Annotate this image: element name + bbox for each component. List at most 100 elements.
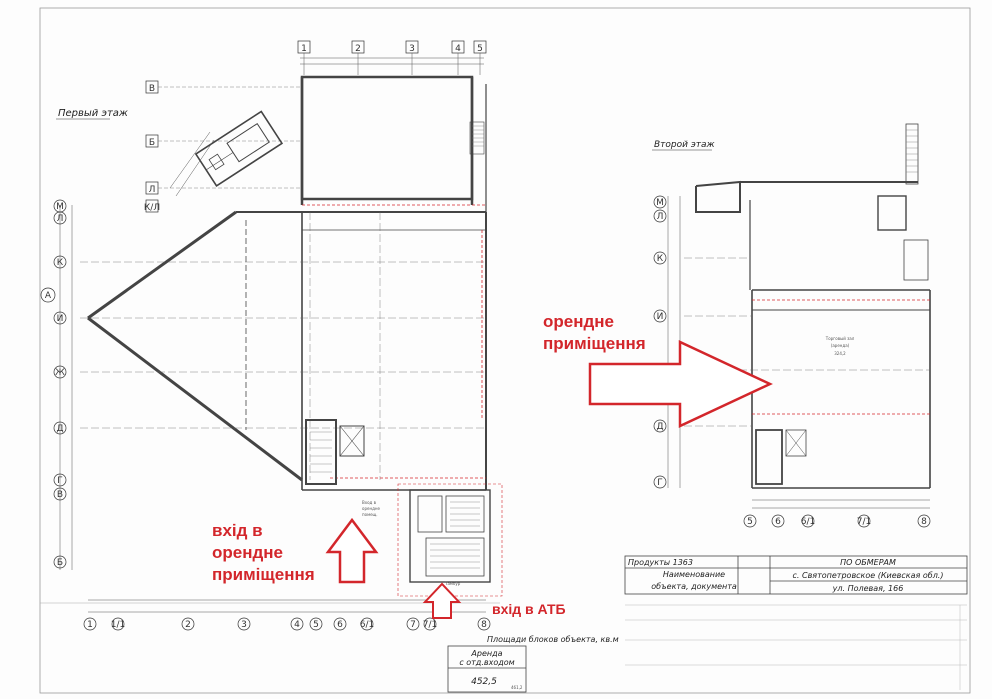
ramp-support <box>169 131 211 189</box>
ramp-support <box>175 139 215 197</box>
col-marker: 7 <box>406 617 420 631</box>
svg-text:Б: Б <box>149 138 155 148</box>
svg-text:5: 5 <box>313 620 319 630</box>
stamp-measure: ПО ОБМЕРАМ <box>840 558 896 567</box>
svg-text:3: 3 <box>241 620 247 630</box>
svg-text:К/Л: К/Л <box>144 203 160 213</box>
svg-text:1: 1 <box>301 44 307 54</box>
atb-entrance-arrow <box>422 582 462 619</box>
tenant-entrance-arrow <box>325 517 379 584</box>
title-stamp <box>624 555 968 595</box>
stamp-blank-grid <box>625 604 967 690</box>
rent-label-2: приміщення <box>543 334 646 353</box>
floor2-building <box>695 123 931 489</box>
atb-entrance-label: вхід в АТБ <box>492 601 566 617</box>
arenda-label-2: с отд.входом <box>459 658 514 667</box>
tenant-entrance-line2: орендне <box>212 543 283 562</box>
row-marker: В <box>145 80 159 94</box>
rent-premises-arrow <box>588 340 773 428</box>
floor1-upper-block <box>300 75 487 232</box>
col-marker: 1 <box>297 40 311 54</box>
upper-block-stair <box>472 125 484 147</box>
svg-text:6/1: 6/1 <box>360 620 374 630</box>
row-marker: Л <box>653 209 667 223</box>
col-marker: 6/1 <box>360 617 374 631</box>
svg-text:2: 2 <box>185 620 191 630</box>
svg-text:6/1: 6/1 <box>801 517 815 527</box>
tambur-hatching <box>430 501 480 569</box>
svg-text:Л: Л <box>657 212 664 222</box>
hall-sub: (аренда) <box>831 343 850 348</box>
entrance-small-3: помещ. <box>362 512 378 517</box>
areas-title: Площади блоков объекта, кв.м <box>487 635 619 644</box>
hall-name: Торговый зал <box>825 336 855 341</box>
col-marker: 2 <box>181 617 195 631</box>
floor1-title: Первый этаж <box>58 108 128 119</box>
col-marker: 5 <box>743 514 757 528</box>
col-marker: 7/1 <box>423 617 437 631</box>
arenda-label-1: Аренда <box>470 649 502 658</box>
rent-label-1: орендне <box>543 312 614 331</box>
svg-text:2: 2 <box>355 44 361 54</box>
row-a-marker: А <box>40 287 56 303</box>
arenda-extra: 461,2 <box>511 685 523 690</box>
row-marker: Г <box>653 475 667 489</box>
svg-text:1: 1 <box>87 620 93 630</box>
tenant-entrance-line1: вхід в <box>212 521 263 540</box>
arenda-value: 452,5 <box>471 677 497 687</box>
floor1-ramp <box>194 110 284 187</box>
col-marker: 5 <box>309 617 323 631</box>
row-marker: Л <box>145 181 159 195</box>
red-partition-lines <box>302 204 486 479</box>
stamp-code: Продукты 1363 <box>628 558 693 567</box>
floor2-red-lines <box>752 299 930 415</box>
floor1-main-block <box>87 210 487 491</box>
areas-table <box>447 645 527 693</box>
hall-area: 324,2 <box>834 351 846 356</box>
tambur-red-outline <box>397 483 503 597</box>
svg-text:7/1: 7/1 <box>857 517 871 527</box>
floor1-top-columns: 1 2 3 4 5 <box>297 40 487 54</box>
svg-text:В: В <box>149 84 155 94</box>
floor1-gridlines <box>80 212 486 480</box>
svg-text:3: 3 <box>409 44 415 54</box>
svg-text:1/1: 1/1 <box>111 620 125 630</box>
col-marker: 6 <box>771 514 785 528</box>
svg-text:Д: Д <box>656 422 663 432</box>
svg-text:И: И <box>657 312 664 322</box>
svg-text:6: 6 <box>337 620 343 630</box>
svg-text:8: 8 <box>481 620 487 630</box>
floor1-stair-block <box>305 419 365 485</box>
svg-text:5: 5 <box>477 44 483 54</box>
col-marker: 1 <box>83 617 97 631</box>
stamp-name-2: объекта, документа <box>651 582 737 591</box>
svg-text:К: К <box>57 258 64 268</box>
col-marker: 6/1 <box>801 514 815 528</box>
col-marker: 2 <box>351 40 365 54</box>
svg-text:7/1: 7/1 <box>423 620 437 630</box>
col-marker: 8 <box>477 617 491 631</box>
floor2-title: Второй этаж <box>654 140 716 150</box>
floor2-stair-hatch <box>906 129 918 173</box>
row-marker: Д <box>653 419 667 433</box>
stamp-address-1: с. Святопетровское (Киевская обл.) <box>793 571 944 580</box>
svg-text:М: М <box>656 198 664 208</box>
svg-text:4: 4 <box>294 620 300 630</box>
floor2-stair-block <box>755 429 807 485</box>
svg-text:4: 4 <box>455 44 461 54</box>
stair-steps <box>310 431 332 473</box>
row-marker: К/Л <box>144 199 160 213</box>
row-marker: Б <box>145 134 159 148</box>
svg-text:А: А <box>45 291 52 301</box>
stamp-address-2: ул. Полевая, 166 <box>832 584 904 593</box>
svg-text:5: 5 <box>747 517 753 527</box>
top-dim-lines <box>300 53 484 75</box>
svg-text:6: 6 <box>775 517 781 527</box>
row-marker: К <box>653 251 667 265</box>
row-marker: И <box>653 309 667 323</box>
tenant-entrance-line3: приміщення <box>212 565 315 584</box>
